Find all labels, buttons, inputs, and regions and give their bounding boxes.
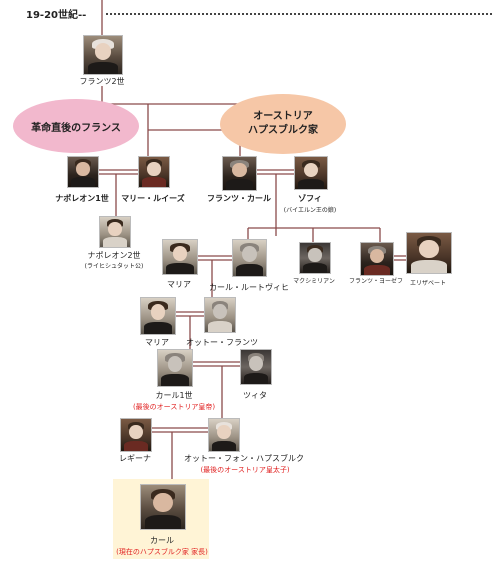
group-oval-france: 革命直後のフランス xyxy=(13,99,139,153)
portrait-napoleon2 xyxy=(99,216,131,248)
portrait-zita xyxy=(240,349,272,385)
name-marie-louise: マリー・ルイーズ xyxy=(121,194,185,203)
name-franz2: フランツ2世 xyxy=(79,77,125,86)
name-elisabeth: エリザベート xyxy=(409,280,446,287)
group-label-austria: オーストリア ハプスブルク家 xyxy=(248,110,318,138)
name-franz-karl: フランツ・カール xyxy=(207,194,271,203)
portrait-regina xyxy=(120,418,152,452)
group-label-austria-line1: オーストリア xyxy=(253,111,313,122)
name-franz-joseph: フランツ・ヨーゼフ xyxy=(348,278,403,285)
name-napoleon2: ナポレオン2世 xyxy=(87,251,141,260)
portrait-franz2 xyxy=(83,35,123,75)
portrait-karl xyxy=(140,484,186,530)
portrait-karl-ludwig xyxy=(232,239,267,277)
name-sophie: ゾフィ xyxy=(298,194,322,203)
name-maximilian: マクシミリアン xyxy=(293,278,335,285)
portrait-elisabeth xyxy=(406,232,452,274)
portrait-sophie xyxy=(294,156,328,190)
note-sophie: (バイエルン王の娘) xyxy=(283,207,337,214)
name-karl-ludwig: カール・ルートヴィヒ xyxy=(209,283,289,292)
name-regina: レギーナ xyxy=(119,454,151,463)
portrait-franz-karl xyxy=(222,156,257,191)
portrait-otto-habsburg xyxy=(208,418,240,452)
note-karl: (現在のハプスブルク家 家長) xyxy=(116,548,208,556)
note-karl1: (最後のオーストリア皇帝) xyxy=(132,403,216,411)
group-oval-austria: オーストリア ハプスブルク家 xyxy=(220,94,346,154)
portrait-marie-louise xyxy=(138,156,170,188)
name-otto-habsburg: オットー・フォン・ハプスブルク xyxy=(184,454,304,463)
era-label: 19-20世紀-- xyxy=(26,10,87,21)
note-otto-habsburg: (最後のオーストリア皇太子) xyxy=(200,466,290,474)
portrait-maria-1 xyxy=(162,239,198,275)
name-karl1: カール1世 xyxy=(155,391,193,400)
group-label-austria-line2: ハプスブルク家 xyxy=(248,125,318,136)
era-divider xyxy=(106,13,492,15)
name-maria-2: マリア xyxy=(145,338,169,347)
portrait-maximilian xyxy=(299,242,331,274)
portrait-maria-2 xyxy=(140,297,176,335)
portrait-karl1 xyxy=(157,349,193,387)
portrait-otto-franz xyxy=(204,297,236,333)
name-otto-franz: オットー・フランツ xyxy=(186,338,258,347)
note-napoleon2: (ライヒシュタット公) xyxy=(84,263,144,270)
name-maria-1: マリア xyxy=(167,280,191,289)
name-karl: カール xyxy=(150,536,174,545)
portrait-franz-joseph xyxy=(360,242,394,276)
name-napoleon1: ナポレオン1世 xyxy=(55,194,109,203)
portrait-napoleon1 xyxy=(67,156,99,188)
group-label-france: 革命直後のフランス xyxy=(31,122,121,134)
name-zita: ツィタ xyxy=(243,391,267,400)
